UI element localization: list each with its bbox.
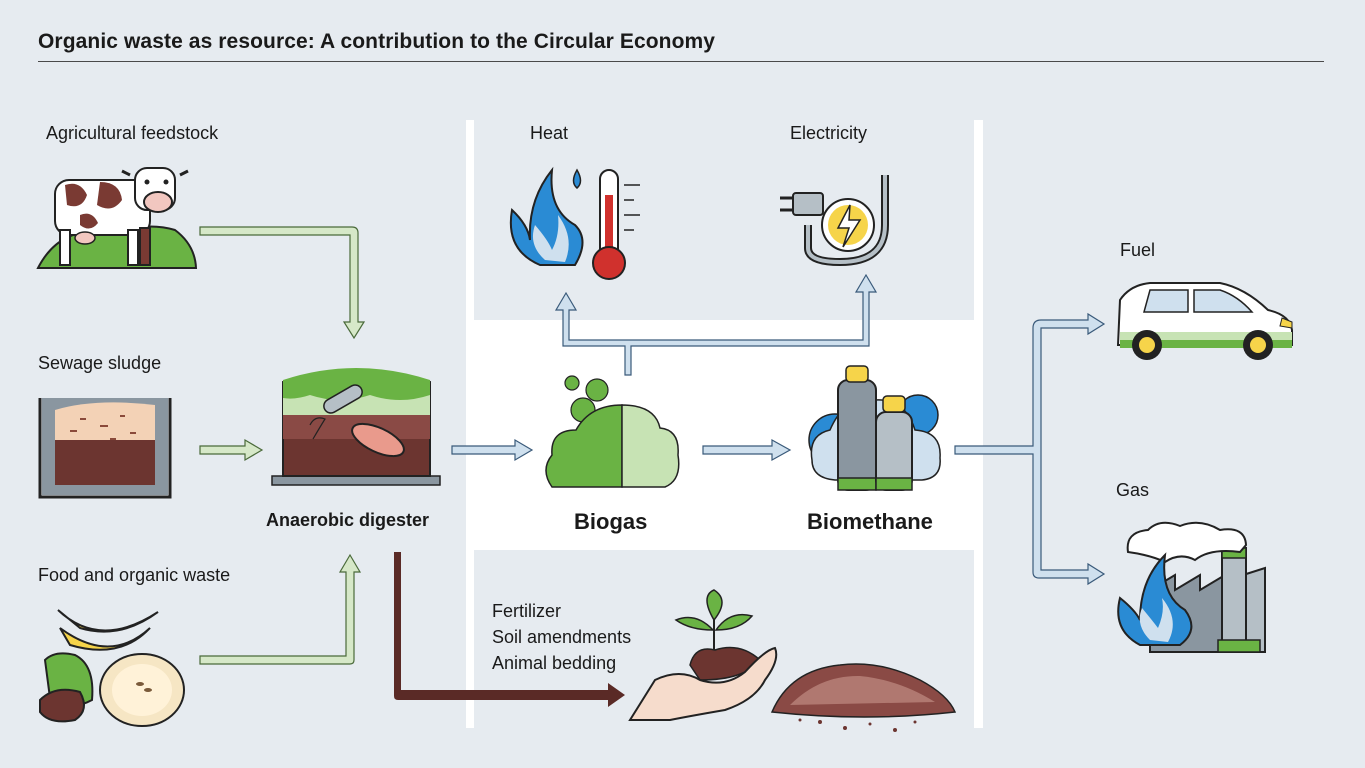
label-heat: Heat xyxy=(530,123,569,143)
anaerobic-digester-icon xyxy=(271,368,441,486)
label-fuel: Fuel xyxy=(1120,240,1156,260)
label-anaerobic-digester: Anaerobic digester xyxy=(266,510,430,530)
label-electricity: Electricity xyxy=(790,123,868,143)
food-waste-icon xyxy=(39,609,185,727)
title-divider xyxy=(38,61,1324,62)
electricity-icon xyxy=(780,175,889,267)
label-agricultural-feedstock: Agricultural feedstock xyxy=(46,123,219,143)
soil-pile-icon xyxy=(770,663,957,732)
label-animal-bedding: Animal bedding xyxy=(492,653,617,673)
biogas-to-biomethane-arrow xyxy=(702,438,792,462)
label-gas: Gas xyxy=(1116,480,1150,500)
car-icon xyxy=(1116,282,1293,360)
factory-icon xyxy=(1117,521,1266,653)
heat-icon xyxy=(509,166,640,280)
hand-plant-icon xyxy=(628,589,778,721)
input-arrows xyxy=(199,226,366,665)
label-soil-amendments: Soil amendments xyxy=(492,627,632,647)
label-food-organic-waste: Food and organic waste xyxy=(38,565,231,585)
cow-icon xyxy=(36,167,198,269)
biomethane-to-outputs-arrow xyxy=(954,312,1106,586)
label-sewage-sludge: Sewage sludge xyxy=(38,353,162,373)
label-fertilizer: Fertilizer xyxy=(492,601,562,621)
label-biogas: Biogas xyxy=(574,509,648,534)
diagram-title: Organic waste as resource: A contributio… xyxy=(38,30,716,53)
biogas-cloud-icon xyxy=(545,375,680,488)
biogas-to-energy-arrow xyxy=(554,273,878,376)
biomethane-icon xyxy=(808,365,941,491)
sewage-tank-icon xyxy=(38,398,172,499)
label-biomethane: Biomethane xyxy=(807,509,933,534)
residue-list: Fertilizer Soil amendments Animal beddin… xyxy=(492,598,631,676)
digester-to-biogas-arrow xyxy=(451,438,534,462)
digester-to-fertilizer-arrow xyxy=(394,552,625,707)
